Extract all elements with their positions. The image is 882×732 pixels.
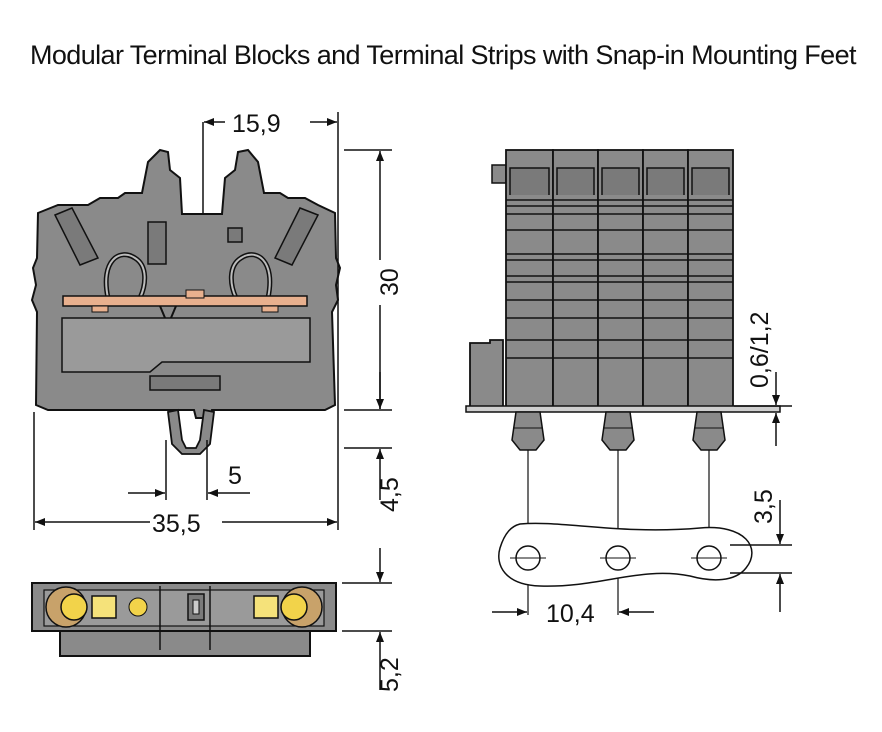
strip-block-3 [597,149,644,411]
strip-foot-1 [511,411,545,451]
hole-pattern-plate [498,522,753,587]
dim-pitch-top: 15,9 [232,110,281,138]
dim-hole-pitch: 10,4 [546,600,595,628]
strip-ribs [506,199,733,359]
front-view: 15,9 30 4,5 5 35,5 [30,110,404,538]
right-release-slot [273,207,320,266]
lower-chamber [61,317,311,373]
center-slot [147,221,167,265]
left-entry-hole [60,593,88,621]
busbar [62,295,308,307]
strip-block-5 [687,149,734,411]
test-slot [227,227,243,243]
bottom-housing-lower-step [59,630,311,657]
strip-left-clip [491,164,507,184]
strip-foot-2 [601,411,635,451]
snap-in-foot [167,408,215,455]
busbar-tab-left [91,305,109,313]
left-indicator [128,597,148,617]
left-release-slot [53,207,100,266]
strip-view: 0,6/1,2 3,5 10,4 [465,149,792,628]
left-clamp [91,595,117,619]
marker-slot [149,375,221,391]
dim-width: 35,5 [152,510,201,538]
diagram-title: Modular Terminal Blocks and Terminal Str… [30,40,857,70]
strip-foot-3 [692,411,726,451]
dim-height: 30 [376,268,404,296]
mounting-rail [465,405,781,413]
left-clamp-spring-inner [105,253,146,299]
center-latch-inner [192,599,200,615]
strip-block-4 [642,149,689,411]
right-clamp [253,595,279,619]
dim-foot-gap: 5 [228,462,242,490]
dim-bottom-height: 5,2 [376,657,404,692]
mounting-hole-3 [691,545,727,571]
right-clamp-spring-inner [230,253,271,299]
right-entry-hole [280,593,308,621]
busbar-tab-right [261,305,279,313]
strip-block-1 [505,149,554,411]
strip-block-2 [552,149,599,411]
dim-hole-offset: 3,5 [750,489,778,524]
strip-end-plate [469,339,504,411]
mounting-hole-1 [510,545,546,571]
dim-foot-height: 4,5 [376,477,404,512]
busbar-tab-center [185,289,205,299]
dim-rail-thickness: 0,6/1,2 [746,312,774,388]
bottom-view: 5,2 [31,548,404,692]
mounting-hole-2 [600,545,636,571]
